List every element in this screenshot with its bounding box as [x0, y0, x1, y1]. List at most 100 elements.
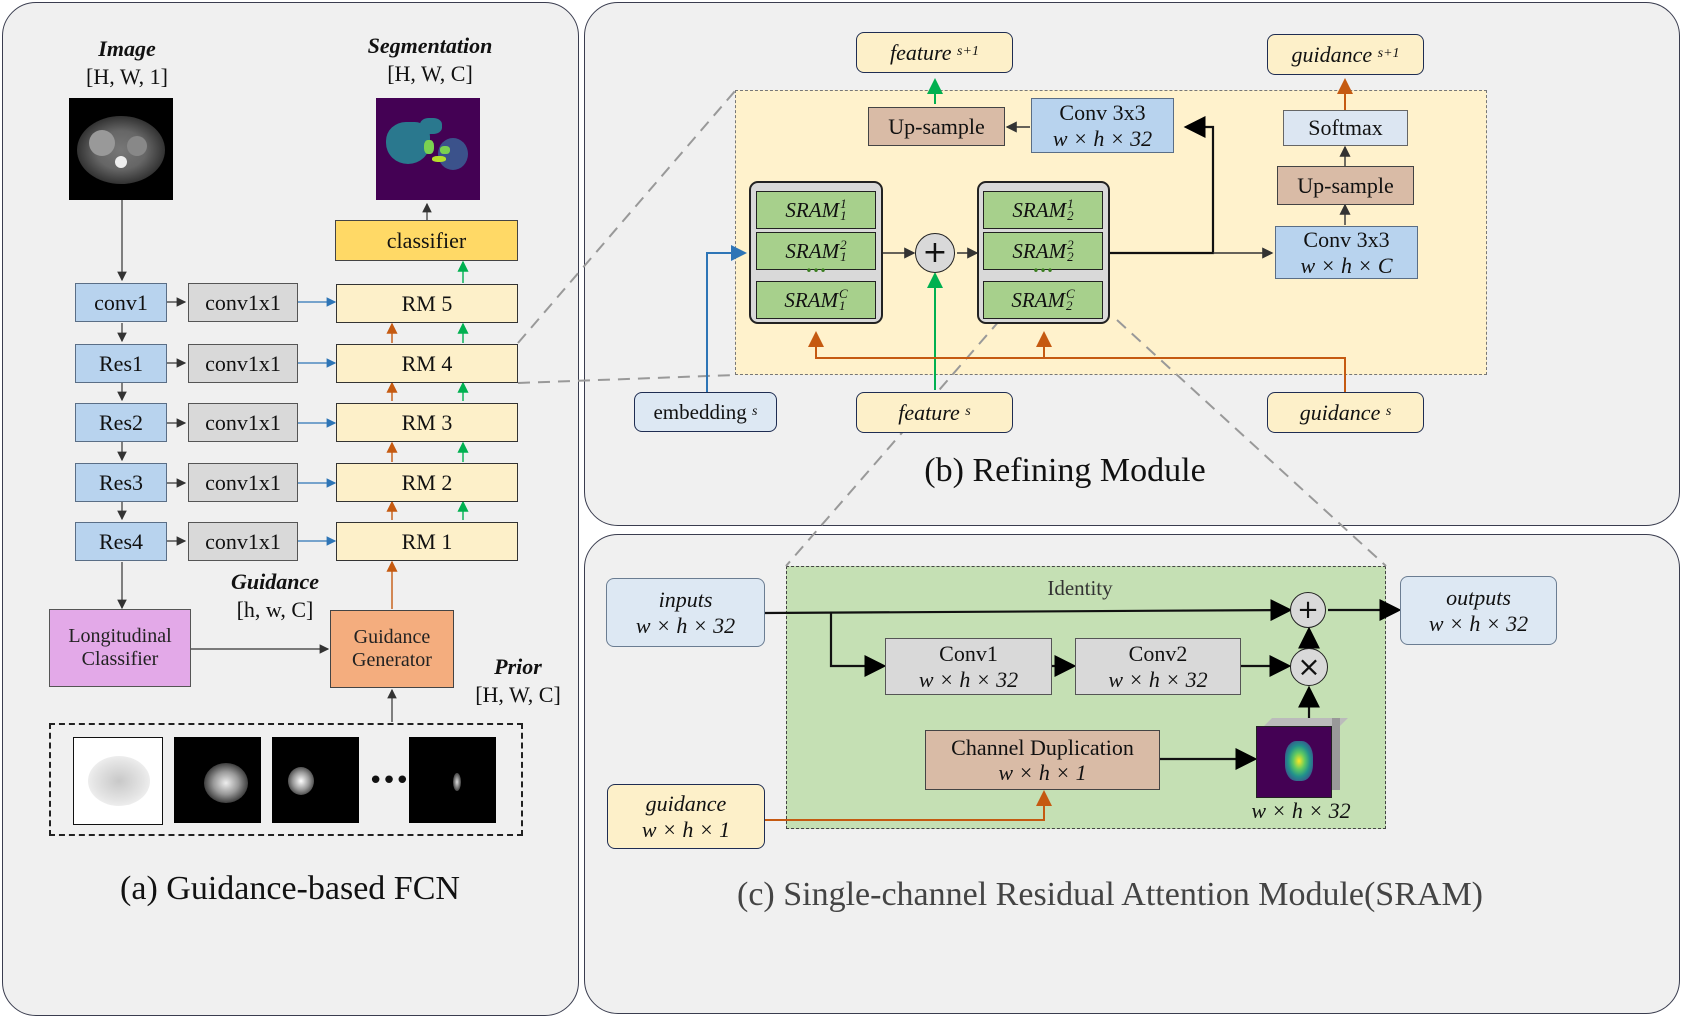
rm3-box: RM 3 — [336, 403, 518, 442]
gg-line2: Generator — [352, 649, 432, 671]
sram-2-dots: ••• — [1032, 264, 1054, 278]
sram-label: SRAM — [785, 238, 840, 263]
conv1x1-box: conv1x1 — [188, 463, 298, 502]
embedding-text: embedding — [653, 399, 747, 424]
guidance-input-box: guidance w × h × 1 — [607, 784, 765, 849]
feature-out-box: feature s+1 — [856, 32, 1013, 73]
outputs-box: outputs w × h × 32 — [1400, 576, 1557, 645]
inputs-line2: w × h × 32 — [635, 612, 736, 638]
sram-label: SRAM — [785, 197, 840, 222]
conv1-box: Conv1 w × h × 32 — [885, 638, 1052, 695]
chdup-line2: w × h × 1 — [998, 760, 1087, 785]
attention-cube — [1256, 718, 1348, 798]
conv1x1-box: conv1x1 — [188, 344, 298, 383]
multiply-icon: × — [1290, 648, 1328, 686]
conv1-line2: w × h × 32 — [918, 666, 1019, 692]
cube-dims: w × h × 32 — [1251, 798, 1351, 823]
plus-icon: + — [915, 233, 955, 273]
longitudinal-classifier: Longitudinal Classifier — [49, 609, 191, 687]
guidance-input-line1: guidance — [645, 791, 727, 817]
softmax-box: Softmax — [1283, 110, 1408, 146]
guidance-input-line2: w × h × 1 — [641, 816, 731, 842]
feature-out-sup: s+1 — [957, 44, 979, 60]
conv3x3-feature-line1: Conv 3x3 — [1059, 100, 1146, 126]
feature-in-box: feature s — [856, 392, 1013, 433]
guidance-generator: Guidance Generator — [330, 610, 454, 688]
sram-label: SRAM — [1012, 197, 1067, 222]
guidance-in-sup: s — [1385, 404, 1392, 420]
rm5-box: RM 5 — [336, 284, 518, 323]
embedding-sup: s — [752, 403, 758, 419]
upsample-feature-box: Up-sample — [868, 107, 1005, 146]
rm4-box: RM 4 — [336, 344, 518, 383]
segmentation-dims: [H, W, C] — [387, 61, 473, 86]
prior-image-4 — [409, 737, 496, 823]
encoder-conv1: conv1 — [75, 283, 167, 322]
guidance-label: Guidance — [231, 569, 319, 594]
image-dims: [H, W, 1] — [86, 64, 168, 89]
conv3x3-guidance-box: Conv 3x3 w × h × C — [1275, 226, 1418, 279]
conv1x1-box: conv1x1 — [188, 403, 298, 442]
guidance-in-box: guidance s — [1267, 392, 1424, 433]
guidance-out-box: guidance s+1 — [1267, 34, 1424, 75]
panel-c-title: (c) Single-channel Residual Attention Mo… — [737, 876, 1483, 913]
sram-label: SRAM — [1011, 287, 1065, 312]
conv3x3-feature-line2: w × h × 32 — [1052, 125, 1153, 151]
guidance-out-sup: s+1 — [1377, 46, 1400, 62]
sram-label: SRAM — [784, 287, 838, 312]
embedding-box: embedding s — [634, 392, 777, 432]
ct-image — [69, 98, 173, 200]
outputs-line2: w × h × 32 — [1428, 610, 1529, 636]
conv2-box: Conv2 w × h × 32 — [1075, 638, 1241, 695]
inputs-line1: inputs — [658, 587, 713, 613]
longitudinal-line2: Classifier — [81, 648, 159, 670]
identity-label: Identity — [1047, 576, 1113, 600]
outputs-line1: outputs — [1446, 585, 1511, 611]
prior-frame — [49, 723, 523, 836]
conv2-line1: Conv2 — [1128, 641, 1188, 667]
gg-line1: Guidance — [353, 626, 431, 648]
image-label: Image — [98, 36, 156, 61]
conv3x3-guidance-line2: w × h × C — [1300, 252, 1393, 278]
feature-in-text: feature — [898, 399, 960, 425]
conv3x3-guidance-line1: Conv 3x3 — [1303, 227, 1390, 253]
chdup-line1: Channel Duplication — [951, 734, 1134, 760]
encoder-res2: Res2 — [75, 403, 167, 442]
conv3x3-feature-box: Conv 3x3 w × h × 32 — [1031, 98, 1174, 153]
sram-1-dots: ••• — [805, 264, 827, 278]
prior-image-3 — [272, 737, 359, 823]
guidance-out-text: guidance — [1291, 41, 1373, 67]
feature-out-text: feature — [890, 39, 952, 65]
conv1-line1: Conv1 — [939, 641, 998, 667]
conv1x1-box: conv1x1 — [188, 522, 298, 561]
prior-dims: [H, W, C] — [475, 682, 561, 707]
conv2-line2: w × h × 32 — [1108, 666, 1208, 692]
channel-duplication-box: Channel Duplication w × h × 1 — [925, 730, 1160, 790]
encoder-res1: Res1 — [75, 344, 167, 383]
prior-ellipsis: ••• — [368, 766, 410, 796]
rm2-box: RM 2 — [336, 463, 518, 502]
prior-image-1 — [73, 737, 163, 825]
segmentation-label: Segmentation — [367, 33, 493, 58]
panel-b-title: (b) Refining Module — [924, 452, 1206, 489]
segmentation-image — [376, 98, 480, 200]
add-icon: + — [1290, 592, 1326, 628]
prior-image-2 — [174, 737, 261, 823]
prior-label: Prior — [494, 654, 542, 679]
conv1x1-box: conv1x1 — [188, 283, 298, 322]
guidance-dims: [h, w, C] — [236, 597, 314, 622]
guidance-in-text: guidance — [1299, 399, 1381, 425]
rm1-box: RM 1 — [336, 522, 518, 561]
panel-a-title: (a) Guidance-based FCN — [120, 870, 460, 907]
longitudinal-line1: Longitudinal — [68, 625, 172, 647]
classifier-box: classifier — [335, 220, 518, 261]
feature-in-sup: s — [965, 404, 971, 420]
sram-label: SRAM — [1012, 238, 1067, 263]
